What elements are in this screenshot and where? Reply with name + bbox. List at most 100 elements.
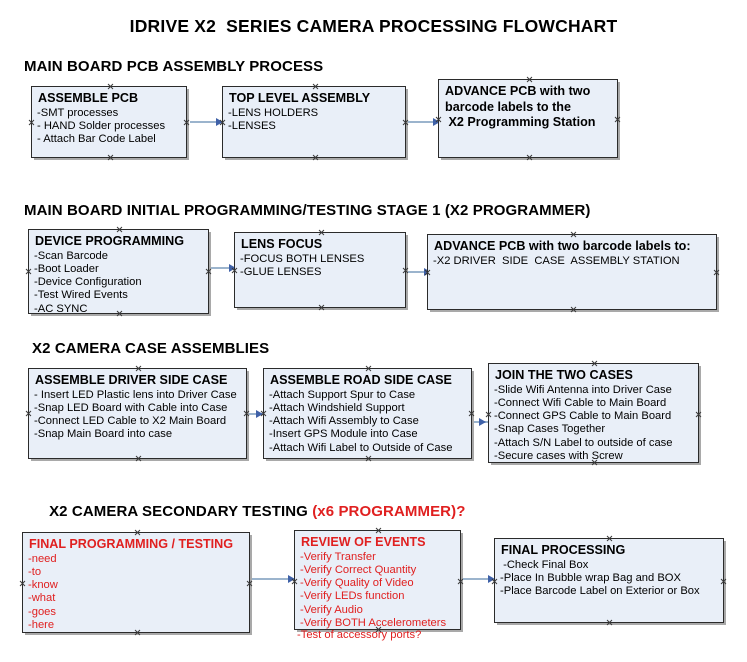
flow-box-title: ASSEMBLE ROAD SIDE CASE: [270, 373, 452, 387]
flow-box-line: -SMT processes: [37, 106, 119, 119]
flow-box-line: -Place In Bubble wrap Bag and BOX: [500, 571, 681, 584]
flow-box-body: -Attach Support Spur to Case -Attach Win…: [269, 389, 466, 455]
flow-box-line: -Attach Windshield Support: [269, 401, 405, 414]
connection-handle-top[interactable]: [570, 231, 577, 238]
flow-box-title: LENS FOCUS: [241, 237, 323, 251]
connection-handle-left[interactable]: [19, 580, 26, 587]
flow-box-line: -Test Wired Events: [34, 289, 128, 302]
flow-box-line: -goes: [28, 605, 56, 618]
flow-box-title: ADVANCE PCB with two: [445, 84, 591, 98]
flow-box-assemble-pcb[interactable]: ASSEMBLE PCB -SMT processes - HAND Solde…: [31, 86, 187, 158]
connection-handle-top[interactable]: [526, 76, 533, 83]
connector-lens-focus-to-advance-pcb-driver-side: [408, 271, 430, 273]
connection-handle-right[interactable]: [183, 119, 190, 126]
flow-box-line: - HAND Solder processes: [37, 119, 166, 132]
flow-box-line: -Scan Barcode: [34, 249, 109, 262]
connection-handle-top[interactable]: [591, 360, 598, 367]
connection-handle-bottom[interactable]: [312, 154, 319, 161]
flow-box-body: -Verify Transfer -Verify Correct Quantit…: [300, 551, 455, 631]
connection-handle-left[interactable]: [25, 268, 32, 275]
connection-handle-bottom[interactable]: [526, 154, 533, 161]
flow-box-line: -Slide Wifi Antenna into Driver Case: [494, 383, 672, 396]
section-heading-x2-camera-secondary-testing: X2 CAMERA SECONDARY TESTING (x6 PROGRAMM…: [32, 486, 465, 537]
flow-box-title: FINAL PROCESSING: [501, 543, 626, 557]
flow-box-body: -need -to -know -what -goes -here: [28, 553, 244, 633]
connector-top-level-assembly-to-advance-pcb: [408, 121, 438, 123]
flow-box-line: -LENSES: [228, 119, 276, 132]
flow-box-line: -Snap Main Board into case: [34, 428, 173, 441]
flow-box-advance-pcb-to-programming-station[interactable]: ADVANCE PCB with two barcode labels to t…: [438, 79, 618, 158]
flow-box-line: -Connect LED Cable to X2 Main Board: [34, 415, 227, 428]
flow-box-line: -what: [28, 592, 56, 605]
flow-box-review-of-events[interactable]: REVIEW OF EVENTS -Verify Transfer -Verif…: [294, 530, 461, 630]
flow-box-line: -Snap Cases Together: [494, 423, 606, 436]
flow-box-line: -Verify Transfer: [300, 550, 376, 563]
flow-box-line: -Boot Loader: [34, 262, 99, 275]
flow-box-line: - Insert LED Plastic lens into Driver Ca…: [34, 388, 237, 401]
connection-handle-right[interactable]: [468, 410, 475, 417]
connection-handle-left[interactable]: [25, 410, 32, 417]
flow-box-assemble-road-side-case[interactable]: ASSEMBLE ROAD SIDE CASE -Attach Support …: [263, 368, 472, 459]
connection-handle-top[interactable]: [365, 365, 372, 372]
flow-box-line: -Attach Wifi Label to Outside of Case: [269, 441, 453, 454]
connection-handle-top[interactable]: [107, 83, 114, 90]
flow-box-title: JOIN THE TWO CASES: [495, 368, 633, 382]
connection-handle-left[interactable]: [485, 411, 492, 418]
connection-handle-bottom[interactable]: [606, 619, 613, 626]
connection-handle-top[interactable]: [312, 83, 319, 90]
flow-box-line: -Attach S/N Label to outside of case: [494, 436, 673, 449]
flow-box-body: -SMT processes - HAND Solder processes -…: [37, 107, 181, 147]
flow-box-title: REVIEW OF EVENTS: [301, 535, 426, 549]
flow-box-line: -Verify Correct Quantity: [300, 563, 417, 576]
flow-box-final-programming-testing[interactable]: FINAL PROGRAMMING / TESTING -need -to -k…: [22, 532, 250, 633]
arrowhead-icon: [216, 118, 223, 126]
flow-box-line: -Verify BOTH Accelerometers: [300, 616, 447, 629]
flow-box-top-level-assembly[interactable]: TOP LEVEL ASSEMBLY -LENS HOLDERS -LENSES: [222, 86, 406, 158]
flow-box-lens-focus[interactable]: LENS FOCUS -FOCUS BOTH LENSES -GLUE LENS…: [234, 232, 406, 308]
connector-assemble-pcb-to-top-level-assembly: [190, 121, 220, 123]
section-heading-main-board-pcb-assembly: MAIN BOARD PCB ASSEMBLY PROCESS: [24, 58, 324, 75]
connection-handle-right[interactable]: [246, 580, 253, 587]
flow-box-device-programming[interactable]: DEVICE PROGRAMMING -Scan Barcode -Boot L…: [25, 226, 212, 315]
connection-handle-top[interactable]: [318, 229, 325, 236]
connection-handle-right[interactable]: [205, 268, 212, 275]
connector-final-programming-to-review-of-events: [252, 578, 294, 580]
flow-box-line: -Verify Audio: [300, 603, 363, 616]
arrowhead-icon: [488, 575, 495, 583]
flow-box-line: -Attach Wifi Assembly to Case: [269, 415, 419, 428]
flow-box-line: -X2 DRIVER SIDE CASE ASSEMBLY STATION: [433, 254, 680, 267]
flow-box-line: -AC SYNC: [34, 302, 88, 315]
connection-handle-bottom[interactable]: [570, 306, 577, 313]
connection-handle-top[interactable]: [116, 226, 123, 233]
flow-box-line: -Place Barcode Label on Exterior or Box: [500, 585, 700, 598]
flow-box-line: -here: [28, 618, 55, 631]
connection-handle-bottom[interactable]: [365, 455, 372, 462]
page-title: IDRIVE X2 SERIES CAMERA PROCESSING FLOWC…: [129, 16, 618, 36]
connection-handle-right[interactable]: [695, 411, 702, 418]
flow-box-line: -Connect Wifi Cable to Main Board: [494, 396, 667, 409]
connection-handle-right[interactable]: [614, 116, 621, 123]
connection-handle-right[interactable]: [713, 269, 720, 276]
connection-handle-bottom[interactable]: [107, 154, 114, 161]
connection-handle-bottom[interactable]: [135, 455, 142, 462]
flow-box-advance-pcb-to-driver-side-case[interactable]: ADVANCE PCB with two barcode labels to: …: [427, 234, 717, 310]
flow-box-line: -Secure cases with Screw: [494, 449, 623, 462]
flow-box-final-processing[interactable]: FINAL PROCESSING -Check Final Box -Place…: [494, 538, 724, 623]
connection-handle-bottom[interactable]: [318, 304, 325, 311]
connection-handle-top[interactable]: [606, 535, 613, 542]
arrowhead-icon: [288, 575, 295, 583]
flow-box-title: FINAL PROGRAMMING / TESTING: [29, 537, 234, 551]
connection-handle-left[interactable]: [28, 119, 35, 126]
flow-box-body: -Slide Wifi Antenna into Driver Case -Co…: [494, 384, 693, 464]
section-heading-suffix: (x6 PROGRAMMER)?: [312, 503, 466, 520]
flow-box-title: TOP LEVEL ASSEMBLY: [229, 91, 371, 105]
flow-box-join-the-two-cases[interactable]: JOIN THE TWO CASES -Slide Wifi Antenna i…: [488, 363, 699, 463]
flow-box-assemble-driver-side-case[interactable]: ASSEMBLE DRIVER SIDE CASE - Insert LED P…: [28, 368, 247, 459]
flow-box-overflow-line: -Test of accessory ports?: [297, 629, 422, 641]
connection-handle-right[interactable]: [720, 578, 727, 585]
flow-box-line: -Snap LED Board with Cable into Case: [34, 401, 228, 414]
flow-box-line: -FOCUS BOTH LENSES: [240, 252, 365, 265]
connection-handle-top[interactable]: [135, 365, 142, 372]
flow-box-line: -Verify Quality of Video: [300, 577, 414, 590]
